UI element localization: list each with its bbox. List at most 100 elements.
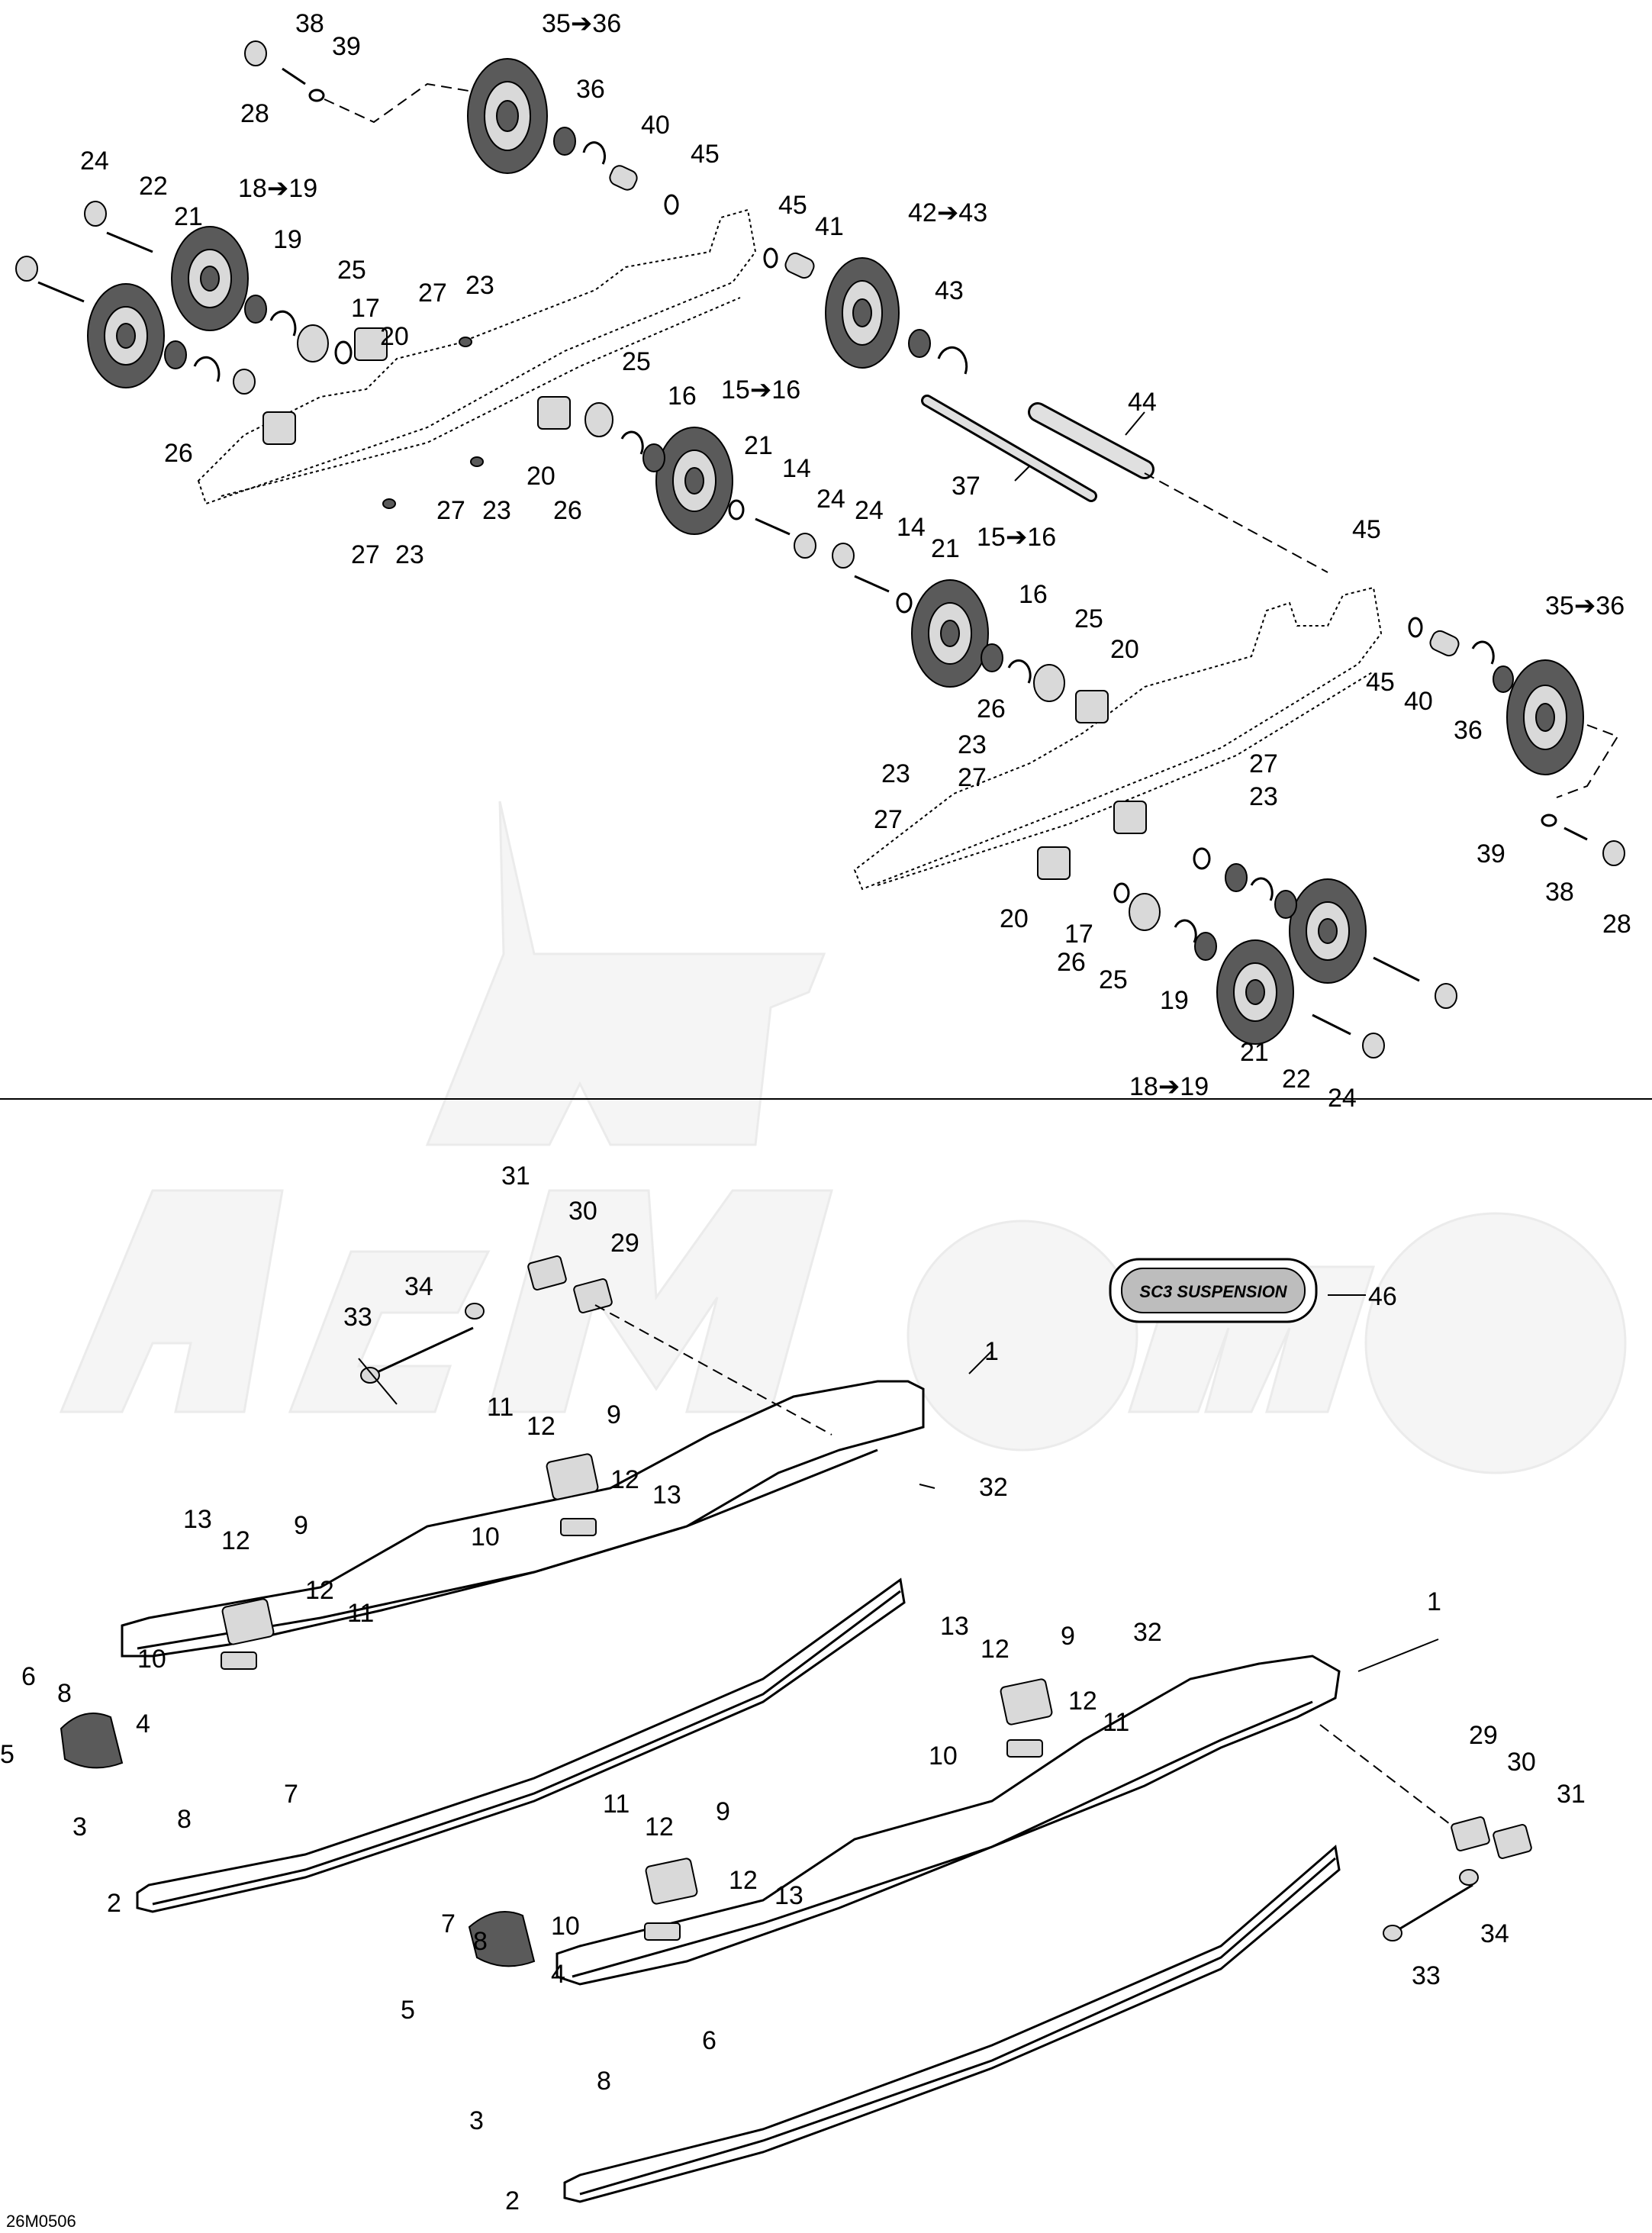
bearing-36-top bbox=[553, 127, 576, 156]
wear-pad-9-lower bbox=[644, 1858, 698, 1941]
callout-label: 35➔36 bbox=[542, 9, 621, 38]
callout-label: 27 bbox=[958, 763, 987, 792]
callout-label: 22 bbox=[139, 172, 168, 201]
mount-line-left bbox=[594, 1304, 832, 1436]
slide-right bbox=[563, 1845, 1341, 2203]
callout-label: 9 bbox=[294, 1511, 308, 1540]
callout-label: 27 bbox=[418, 279, 447, 308]
callout-label: 14 bbox=[782, 454, 811, 483]
callout-label: 43 bbox=[935, 276, 964, 305]
callout-label: 1 bbox=[984, 1337, 999, 1366]
wear-pad-9-upper bbox=[546, 1453, 599, 1536]
axle-block-20-left bbox=[262, 327, 571, 445]
callout-label: 8 bbox=[473, 1927, 488, 1956]
callout-label: 21 bbox=[1240, 1038, 1269, 1067]
callout-label: 10 bbox=[929, 1742, 958, 1771]
callout-label: 32 bbox=[1133, 1618, 1162, 1647]
callout-label: 11 bbox=[347, 1599, 374, 1628]
diagram-code: 26M0506 bbox=[6, 2212, 76, 2231]
callout-label: 10 bbox=[137, 1645, 166, 1674]
callout-label: 37 bbox=[952, 472, 981, 501]
right-frame-rail bbox=[853, 586, 1383, 891]
wheel-right-front bbox=[1216, 939, 1294, 1045]
callout-label: 29 bbox=[610, 1229, 639, 1258]
callout-label: 36 bbox=[576, 75, 605, 104]
callout-label: 15➔16 bbox=[977, 523, 1056, 552]
callout-label: 33 bbox=[343, 1303, 372, 1332]
callout-label: 25 bbox=[622, 347, 651, 376]
callout-label: 24 bbox=[1328, 1084, 1357, 1113]
slide-left bbox=[136, 1577, 906, 1913]
callout-label: 33 bbox=[1412, 1961, 1441, 1990]
callout-label: 17 bbox=[1064, 920, 1093, 949]
wheel-center-left bbox=[655, 427, 733, 535]
wear-pad-9-right bbox=[1000, 1678, 1053, 1758]
wheel-left-rear bbox=[87, 283, 165, 388]
callout-label: 27 bbox=[874, 805, 903, 834]
shaft-37 bbox=[921, 395, 1097, 502]
callout-label: 10 bbox=[471, 1522, 500, 1552]
callout-label: 15➔16 bbox=[721, 375, 800, 404]
callout-label: 26 bbox=[553, 496, 582, 525]
callout-label: 20 bbox=[1110, 635, 1139, 664]
callout-label: 20 bbox=[380, 322, 409, 351]
callout-label: 39 bbox=[1476, 839, 1505, 868]
callout-label: 19 bbox=[1160, 986, 1189, 1015]
callout-label: 9 bbox=[1061, 1622, 1075, 1651]
callout-label: 4 bbox=[551, 1960, 565, 1989]
callout-label: 18➔19 bbox=[238, 174, 317, 203]
callout-label: 4 bbox=[136, 1709, 150, 1738]
callout-label: 8 bbox=[177, 1805, 192, 1834]
callout-label: 30 bbox=[1507, 1748, 1536, 1777]
callout-label: 45 bbox=[778, 191, 807, 220]
callout-label: 24 bbox=[855, 496, 884, 525]
idler-wheel-top-left bbox=[467, 58, 548, 174]
callout-label: 26 bbox=[164, 439, 193, 468]
callout-label: 13 bbox=[652, 1481, 681, 1510]
callouts-top: 38 39 28 35➔36 36 40 45 45 41 42➔43 43 2… bbox=[80, 9, 1631, 1113]
callout-label: 39 bbox=[332, 32, 361, 61]
callout-label: 12 bbox=[527, 1412, 555, 1441]
callout-label: 12 bbox=[729, 1866, 758, 1895]
callout-label: 18➔19 bbox=[1129, 1072, 1209, 1101]
callout-label: 11 bbox=[1103, 1708, 1129, 1737]
callout-label: 12 bbox=[1068, 1687, 1097, 1716]
callout-label: 3 bbox=[72, 1812, 87, 1842]
callout-label: 28 bbox=[240, 99, 269, 128]
callout-label: 23 bbox=[482, 496, 511, 525]
callout-label: 28 bbox=[1602, 910, 1631, 939]
callout-label: 14 bbox=[897, 513, 926, 542]
callout-label: 23 bbox=[1249, 782, 1278, 811]
callout-label: 20 bbox=[527, 462, 555, 491]
callout-label: 38 bbox=[295, 9, 324, 38]
mount-line-right bbox=[1319, 1724, 1451, 1825]
callout-label: 13 bbox=[183, 1505, 212, 1534]
runner-upper-left bbox=[121, 1380, 925, 1658]
front-bumper-right bbox=[468, 1911, 536, 1967]
callout-label: 10 bbox=[551, 1912, 580, 1941]
callout-label: 12 bbox=[981, 1635, 1010, 1664]
callout-label: 11 bbox=[487, 1393, 514, 1422]
callout-label: 17 bbox=[351, 294, 380, 323]
callout-label: 45 bbox=[691, 140, 720, 169]
callout-label: 29 bbox=[1469, 1721, 1498, 1750]
callout-label: 24 bbox=[80, 147, 109, 176]
callout-label: 2 bbox=[505, 2186, 520, 2215]
callout-label: 44 bbox=[1128, 388, 1157, 417]
callout-label: 30 bbox=[568, 1197, 597, 1226]
callout-label: 5 bbox=[401, 1996, 415, 2025]
callout-label: 13 bbox=[774, 1881, 803, 1910]
idler-wheel-middle bbox=[825, 257, 900, 369]
callout-label: 16 bbox=[668, 382, 697, 411]
wear-pad-9-left bbox=[221, 1598, 275, 1670]
callout-label: 7 bbox=[441, 1909, 456, 1938]
callout-label: 21 bbox=[174, 202, 203, 231]
callout-label: 27 bbox=[351, 540, 380, 569]
callout-label: 23 bbox=[958, 730, 987, 759]
callout-label: 25 bbox=[337, 256, 366, 285]
callout-label: 40 bbox=[1404, 687, 1433, 716]
callout-label: 34 bbox=[404, 1272, 433, 1301]
callout-label: 26 bbox=[977, 694, 1006, 723]
callout-label: 9 bbox=[607, 1400, 621, 1429]
watermark bbox=[59, 801, 1627, 1474]
